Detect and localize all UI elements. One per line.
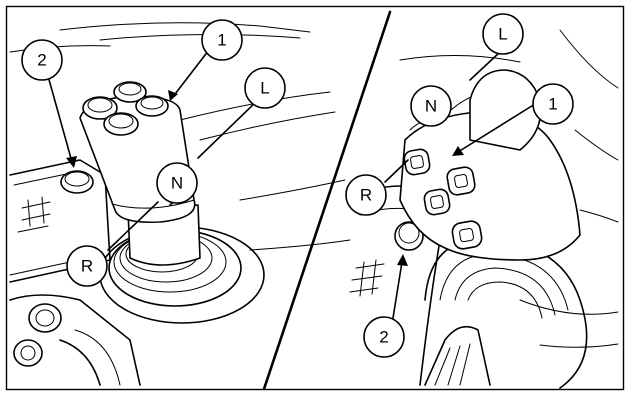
svg-text:L: L xyxy=(498,25,507,44)
callout-r-left: R xyxy=(66,245,108,287)
svg-text:L: L xyxy=(260,79,269,98)
callout-n-left: N xyxy=(156,162,198,204)
callout-n-right: N xyxy=(410,85,452,127)
callout-l-left: L xyxy=(244,67,286,109)
svg-text:R: R xyxy=(81,257,93,276)
shift-pattern-icon xyxy=(349,259,385,297)
callout-r-right: R xyxy=(345,174,387,216)
right-panel: L N 1 R 2 xyxy=(345,13,619,389)
svg-text:R: R xyxy=(360,186,372,205)
callout-1-left: 1 xyxy=(201,19,243,61)
svg-text:N: N xyxy=(171,174,183,193)
left-panel: 1 2 L N R xyxy=(9,19,351,386)
panel-divider xyxy=(262,10,392,391)
svg-text:1: 1 xyxy=(548,95,557,114)
callout-2-right: 2 xyxy=(363,316,405,358)
svg-text:1: 1 xyxy=(217,31,226,50)
callout-2-left: 2 xyxy=(21,39,63,81)
svg-text:2: 2 xyxy=(37,51,46,70)
svg-text:N: N xyxy=(425,97,437,116)
svg-text:2: 2 xyxy=(379,328,388,347)
shift-pattern-icon xyxy=(17,196,51,233)
callout-l-right: L xyxy=(482,13,524,55)
callout-1-right: 1 xyxy=(532,83,574,125)
button-cluster xyxy=(403,148,483,250)
